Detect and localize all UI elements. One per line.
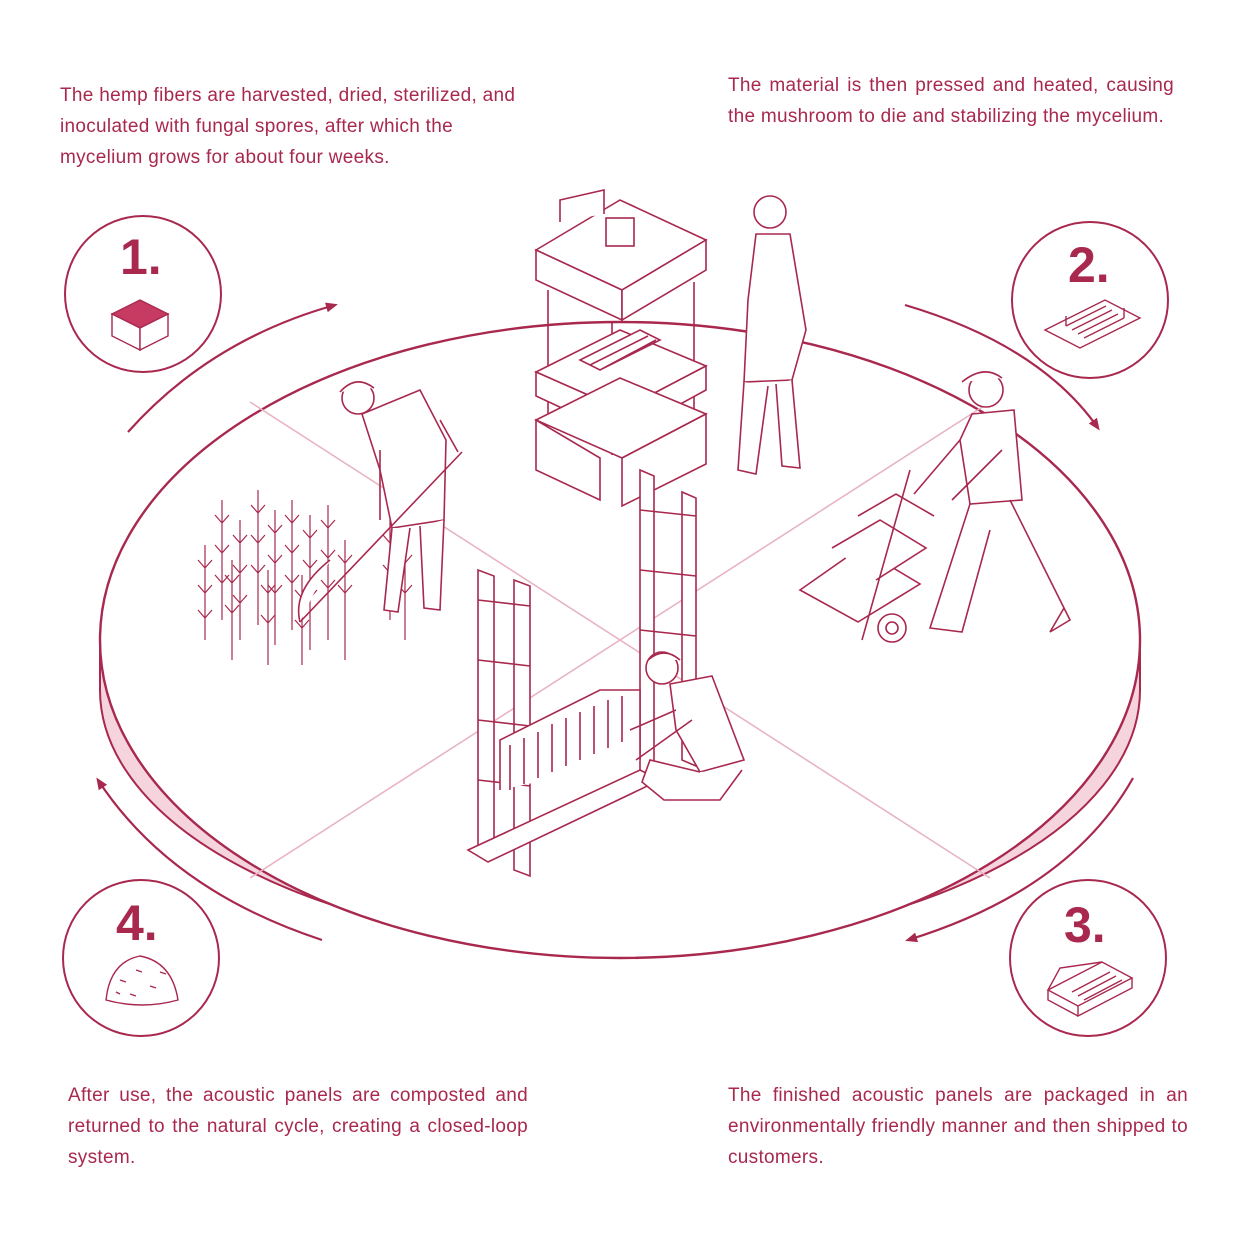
cycle-arrows xyxy=(96,302,1134,943)
step-circle-3 xyxy=(1009,879,1167,1037)
step-1-caption: The hemp fibers are harvested, dried, st… xyxy=(60,85,516,168)
step-1-number: 1. xyxy=(120,229,162,285)
platform-disc xyxy=(98,320,1142,960)
step-circle-1 xyxy=(64,215,222,373)
step-4-number: 4. xyxy=(116,895,158,951)
standing-worker-figure xyxy=(737,195,807,475)
delivery-worker-figure xyxy=(798,371,1072,643)
step-2-number: 2. xyxy=(1068,237,1110,293)
mycelium-block-icon xyxy=(110,299,170,352)
arrow-2-to-3 xyxy=(904,303,1100,431)
step-circle-4 xyxy=(62,879,220,1037)
arrow-3-to-4 xyxy=(905,777,1134,943)
arrow-4-to-1 xyxy=(96,777,323,942)
step-3-number: 3. xyxy=(1064,897,1106,953)
farmer-figure xyxy=(297,381,463,623)
crouching-worker-figure xyxy=(629,651,746,801)
packaged-box-icon xyxy=(1046,961,1134,1018)
arrow-1-to-2 xyxy=(127,302,338,433)
pressed-panels-icon xyxy=(1043,299,1142,349)
step-circle-2 xyxy=(1011,221,1169,379)
step-4-caption: After use, the acoustic panels are compo… xyxy=(68,1085,528,1168)
step-2-caption: The material is then pressed and heated,… xyxy=(728,75,1174,127)
compost-heap-icon xyxy=(105,955,179,1006)
press-machine xyxy=(534,188,708,508)
step-3-caption: The finished acoustic panels are package… xyxy=(728,1085,1188,1168)
